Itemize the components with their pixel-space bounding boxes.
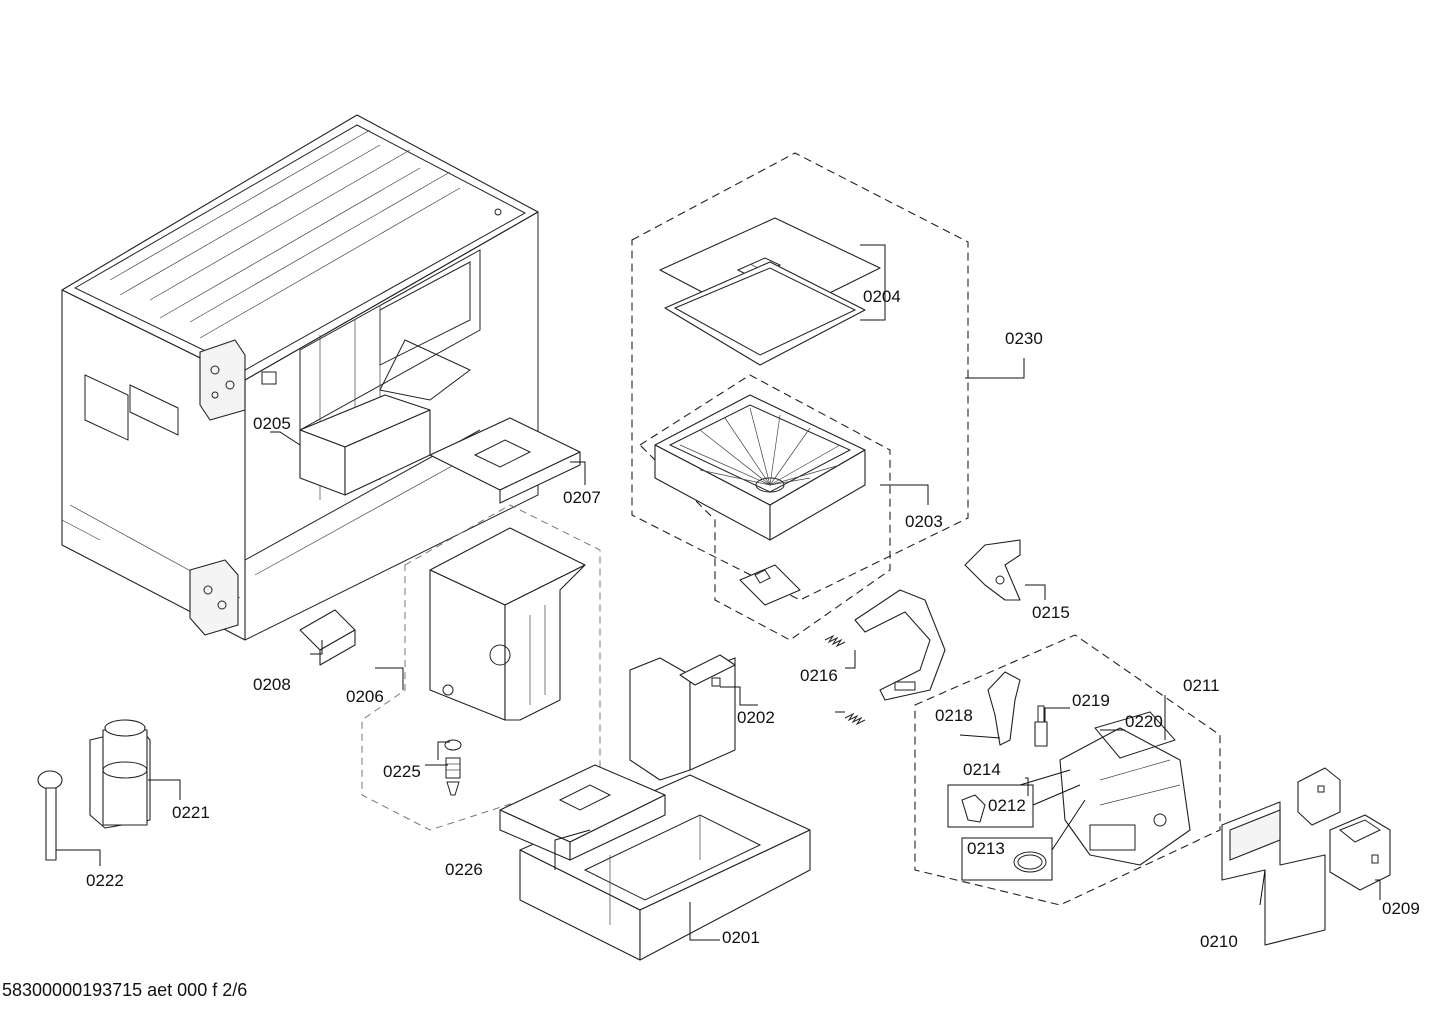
label-0219: 0216	[800, 666, 838, 685]
box-0213	[961, 837, 1053, 881]
label-0216: 0220	[1125, 712, 1163, 731]
label-0202: 0202	[737, 708, 775, 727]
label-0203: 0203	[905, 512, 943, 531]
label-0226: 0226	[445, 860, 483, 879]
label-0220: 0218	[935, 706, 973, 725]
part-0216-brew-unit	[1059, 711, 1191, 866]
part-0212-connector	[961, 794, 986, 823]
part-0215-nozzle	[1034, 705, 1048, 747]
label-0214: 0214	[963, 760, 1001, 779]
label-0225: 0225	[383, 762, 421, 781]
part-0202-duct	[629, 654, 736, 781]
part-0209-bracket	[1297, 767, 1391, 891]
group-0206-outline	[361, 504, 601, 831]
part-0213-seal	[1013, 851, 1047, 873]
part-0207-tray-cover	[429, 417, 581, 504]
label-0207: 0207	[563, 488, 601, 507]
label-0222: 0222	[86, 871, 124, 890]
part-0218-handle	[964, 539, 1021, 601]
part-0204-lid	[659, 217, 881, 366]
label-0212: 0212	[988, 796, 1026, 815]
label-0211: 0211	[1183, 676, 1220, 695]
part-0220-lever-arm	[987, 671, 1021, 746]
part-0221-water-filter	[89, 719, 151, 829]
label-0201: 0201	[722, 928, 760, 947]
group-0230-outline	[631, 152, 969, 601]
part-0222-spoon	[37, 770, 63, 861]
part-0225-valve	[444, 739, 462, 796]
drawing-number: 58300000193715 aet 000 f 2/6	[2, 980, 248, 1000]
label-0213: 0213	[967, 839, 1005, 858]
part-0206-bean-container	[429, 527, 586, 721]
housing-frame	[61, 114, 539, 641]
leader-lines	[56, 244, 1381, 941]
label-0208: 0208	[253, 675, 291, 694]
label-0221: 0221	[172, 803, 210, 822]
label-0230: 0230	[1005, 329, 1043, 348]
label-0218: 0215	[1032, 603, 1070, 622]
part-0219-lever	[824, 589, 946, 726]
part-0201-base	[519, 774, 811, 961]
part-labels: 0204 0230 0205 0207 0203 0215 0216 0208 …	[86, 287, 1420, 951]
part-0208-bracket	[299, 609, 356, 666]
part-0226-tray	[499, 764, 666, 861]
label-0209: 0209	[1382, 899, 1420, 918]
label-0210: 0210	[1200, 932, 1238, 951]
part-0205-drip-box	[299, 394, 431, 496]
part-0210-panel	[1221, 801, 1326, 946]
part-0203-drip-tray	[654, 394, 866, 606]
label-0215: 0219	[1072, 691, 1110, 710]
label-0204: 0204	[863, 287, 901, 306]
group-0211-outline	[914, 634, 1221, 906]
label-0206: 0206	[346, 687, 384, 706]
box-0212	[947, 784, 1034, 828]
label-0205: 0205	[253, 414, 291, 433]
group-0203-outline	[639, 374, 891, 641]
